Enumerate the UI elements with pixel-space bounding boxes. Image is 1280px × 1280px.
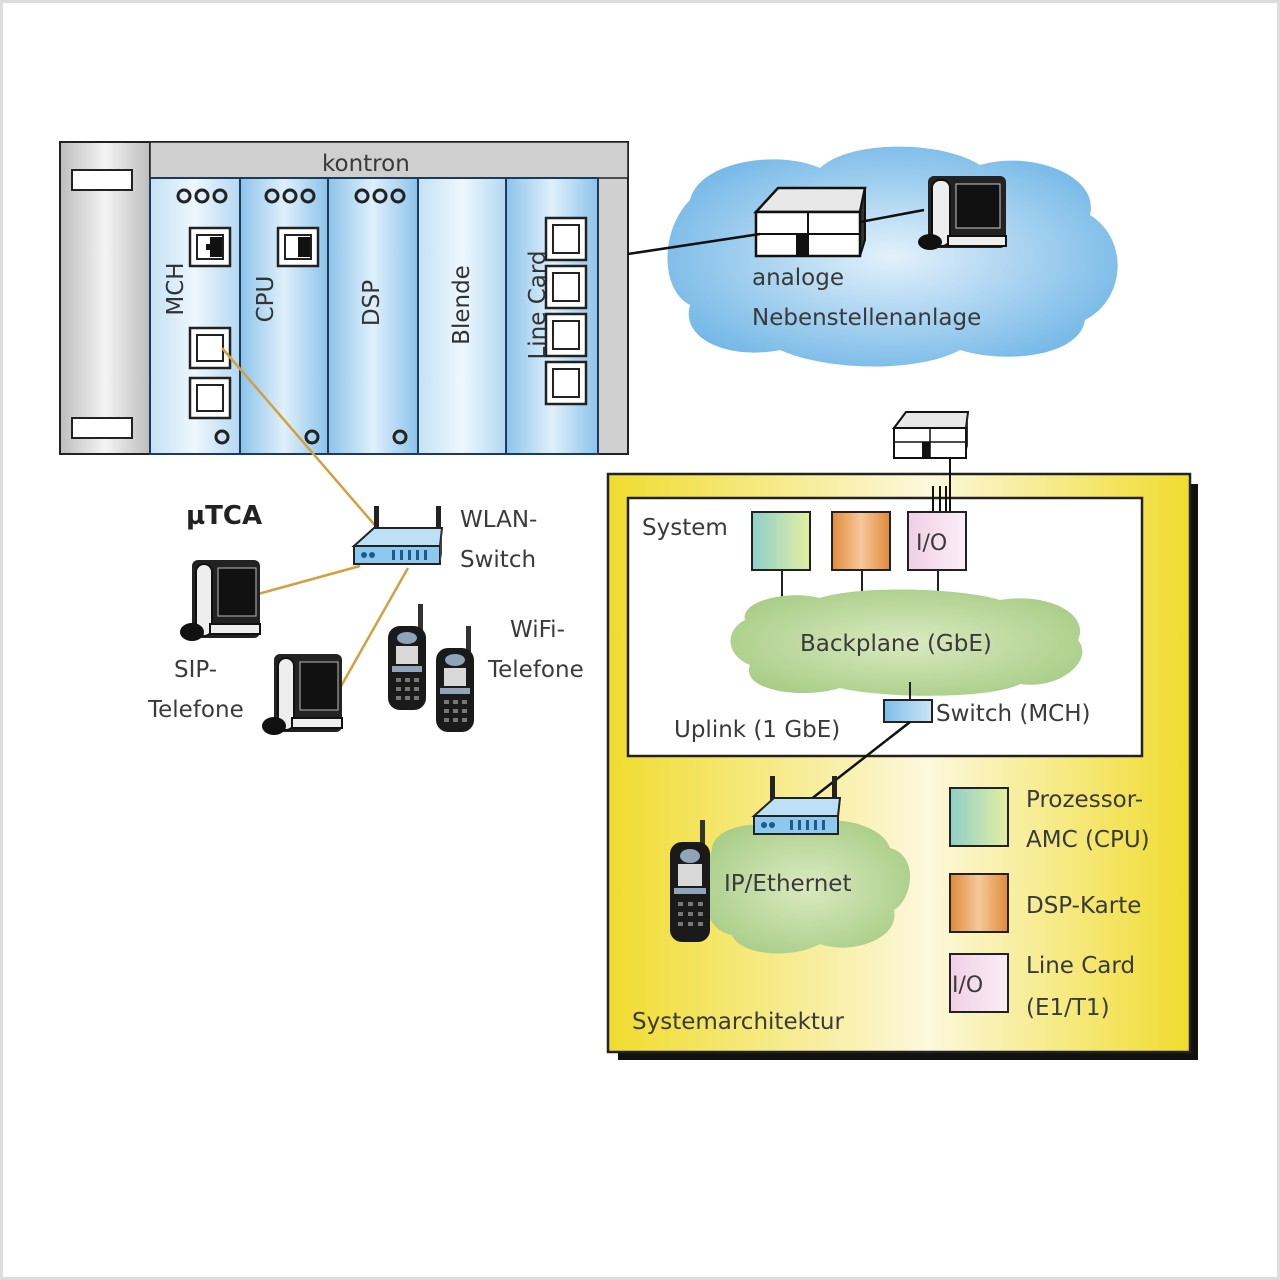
- io-trunk-lines: [932, 458, 951, 512]
- slot-label-mch: MCH: [163, 262, 189, 316]
- line-card-ports: [544, 216, 588, 406]
- wlan-router-icon: [351, 506, 444, 565]
- slot-label-dsp: DSP: [359, 279, 385, 327]
- system-architecture-panel: [606, 472, 1198, 1060]
- legend-swatch-dsp: [949, 873, 1009, 933]
- pbx-device-icon: [753, 186, 867, 258]
- sip-phone-icon-1: [180, 560, 261, 641]
- wlan-switch-label-line1: WLAN-: [460, 507, 538, 533]
- ip-ethernet-cloud: [703, 820, 911, 954]
- backplane-cloud: [730, 589, 1083, 696]
- rack-side-panel: [59, 141, 151, 455]
- wifi-phones-label-line1: WiFi-: [510, 617, 565, 643]
- lan-links: [221, 347, 410, 689]
- ethernet-router-icon: [751, 776, 842, 835]
- rack-handle-bottom: [71, 417, 133, 439]
- pbx-label-line2: Nebenstellenanlage: [752, 305, 982, 331]
- led-indicators: [176, 188, 408, 445]
- system-architecture-title: Systemarchitektur: [632, 1009, 844, 1035]
- desk-phone-icon: [918, 176, 1007, 250]
- ethernet-handset-icon: [670, 820, 710, 942]
- slot-label-cpu: CPU: [253, 275, 279, 323]
- slot-dsp: [327, 177, 419, 455]
- ip-ethernet-label: IP/Ethernet: [724, 871, 852, 897]
- mtca-caption: µTCA: [186, 501, 263, 531]
- legend-swatch-io: [949, 953, 1009, 1013]
- slot-label-line-card: Line Card: [525, 250, 551, 360]
- cpu-module-box: [751, 511, 811, 571]
- wifi-phone-icon-1: [388, 604, 426, 710]
- sip-phones-label-line2: Telefone: [148, 697, 244, 723]
- uplink-label: Uplink (1 GbE): [674, 717, 841, 743]
- system-label: System: [642, 515, 728, 541]
- slot-cpu: [239, 177, 329, 455]
- sip-phone-icon-2: [262, 654, 343, 735]
- rack-handle-top: [71, 169, 133, 191]
- rack-to-pbx-link: [627, 232, 761, 256]
- slot-blende: [417, 177, 507, 455]
- switch-mch-label: Switch (MCH): [936, 701, 1091, 727]
- legend-io-box-text: I/O: [952, 973, 984, 998]
- mtca-rack: [59, 141, 629, 455]
- wifi-phone-icon-2: [436, 626, 474, 732]
- mch-switch-box: [883, 699, 933, 723]
- wlan-switch-label-line2: Switch: [460, 547, 537, 573]
- legend-cpu-line1: Prozessor-: [1026, 787, 1144, 813]
- legend-io-line1: Line Card: [1026, 953, 1136, 979]
- cpu-port: [276, 226, 320, 268]
- module-links: [781, 570, 939, 600]
- pbx-to-phone-link: [859, 208, 925, 224]
- io-module-box: [907, 511, 967, 571]
- legend-cpu-line2: AMC (CPU): [1026, 827, 1150, 853]
- external-device-icon: [892, 411, 970, 459]
- io-module-label: I/O: [916, 531, 948, 556]
- wifi-phones-label-line2: Telefone: [488, 657, 584, 683]
- backplane-label: Backplane (GbE): [800, 631, 992, 657]
- dsp-module-box: [831, 511, 891, 571]
- legend-dsp-line1: DSP-Karte: [1026, 893, 1142, 919]
- sip-phones-label-line1: SIP-: [174, 657, 218, 683]
- uplink-line: [809, 721, 911, 801]
- legend-io-line2: (E1/T1): [1026, 995, 1110, 1021]
- pbx-label-line1: analoge: [752, 265, 844, 291]
- legend-swatch-cpu: [949, 787, 1009, 847]
- slot-label-blende: Blende: [449, 265, 475, 345]
- rack-brand-label: kontron: [322, 151, 410, 177]
